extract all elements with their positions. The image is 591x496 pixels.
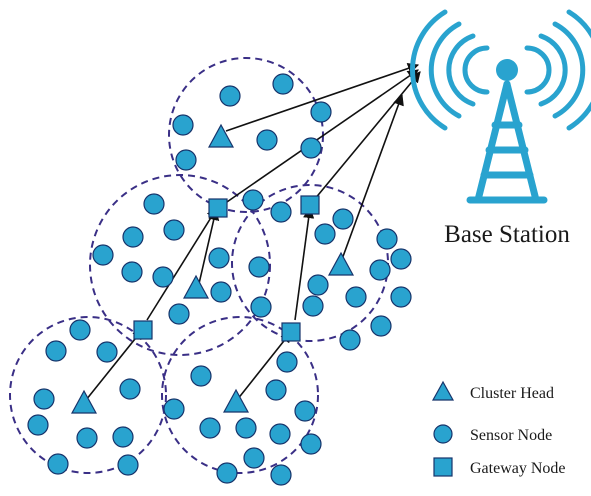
signal-waves-icon <box>410 9 591 131</box>
sensor-node <box>168 303 190 325</box>
sensor-node <box>235 417 257 439</box>
cluster-boundary <box>89 174 271 356</box>
communication-arrows <box>85 62 421 401</box>
sensor-node <box>33 388 55 410</box>
sensor-node <box>242 189 264 211</box>
sensor-node <box>175 149 197 171</box>
sensor-node <box>314 223 336 245</box>
sensor-node <box>369 259 391 281</box>
gateway-node <box>300 195 320 215</box>
sensor-node <box>300 433 322 455</box>
sensor-node <box>339 329 361 351</box>
sensor-node <box>27 414 49 436</box>
cluster-head-node <box>70 389 98 414</box>
sensor-node <box>190 365 212 387</box>
cluster-head-node <box>182 274 210 299</box>
legend-label-gateway-node: Gateway Node <box>470 460 566 477</box>
sensor-node <box>345 286 367 308</box>
sensor-node <box>370 315 392 337</box>
sensor-node <box>122 226 144 248</box>
sensor-node <box>310 101 332 123</box>
sensor-node <box>47 453 69 475</box>
cluster-head-node <box>207 123 235 148</box>
arrow <box>146 207 218 321</box>
sensor-node <box>300 137 322 159</box>
sensor-node <box>302 295 324 317</box>
sensor-node <box>69 319 91 341</box>
sensor-node <box>250 296 272 318</box>
sensor-node <box>307 274 329 296</box>
sensor-node <box>270 464 292 486</box>
legend-triangle-icon <box>431 380 455 401</box>
arrow <box>85 328 144 401</box>
sensor-node <box>152 266 174 288</box>
gateway-node <box>281 322 301 342</box>
sensor-node <box>163 398 185 420</box>
sensor-node <box>276 351 298 373</box>
sensor-node <box>294 400 316 422</box>
sensor-node <box>172 114 194 136</box>
sensor-node <box>248 256 270 278</box>
sensor-node <box>45 340 67 362</box>
radio-tower-icon <box>410 9 591 204</box>
sensor-node <box>117 454 139 476</box>
sensor-node <box>199 417 221 439</box>
sensor-node <box>272 73 294 95</box>
sensor-node <box>332 208 354 230</box>
sensor-node <box>210 281 232 303</box>
sensor-node <box>390 248 412 270</box>
sensor-node <box>270 201 292 223</box>
base-station-label: Base Station <box>444 221 570 248</box>
legend-square-icon <box>433 457 453 477</box>
sensor-node <box>143 193 165 215</box>
sensor-node <box>269 423 291 445</box>
network-nodes <box>27 73 412 486</box>
gateway-node <box>208 198 228 218</box>
sensor-node <box>216 462 238 484</box>
arrow <box>197 208 220 289</box>
cluster-boundary <box>231 184 389 342</box>
arrow <box>340 93 404 263</box>
cluster-head-node <box>222 388 250 413</box>
sensor-node <box>219 85 241 107</box>
sensor-node <box>163 219 185 241</box>
sensor-node <box>121 261 143 283</box>
sensor-node <box>119 378 141 400</box>
sensor-node <box>76 427 98 449</box>
arrow <box>223 69 419 205</box>
sensor-node <box>112 426 134 448</box>
cluster-boundaries <box>9 57 389 474</box>
legend-label-cluster-head: Cluster Head <box>470 385 554 402</box>
sensor-node <box>256 129 278 151</box>
legend: Cluster Head Sensor Node Gateway Node <box>431 380 566 477</box>
sensor-node <box>376 228 398 250</box>
arrow <box>236 331 292 401</box>
cluster-head-node <box>327 251 355 276</box>
cluster-boundary <box>161 316 319 474</box>
legend-circle-icon <box>433 424 453 444</box>
sensor-node <box>390 286 412 308</box>
sensor-node <box>96 341 118 363</box>
arrow <box>225 62 420 132</box>
legend-label-sensor-node: Sensor Node <box>470 427 552 444</box>
sensor-node <box>208 247 230 269</box>
sensor-node <box>265 379 287 401</box>
sensor-node <box>243 447 265 469</box>
arrow <box>313 71 421 201</box>
sensor-node <box>92 244 114 266</box>
gateway-node <box>133 320 153 340</box>
arrow <box>294 206 315 321</box>
cluster-boundary <box>9 316 167 474</box>
